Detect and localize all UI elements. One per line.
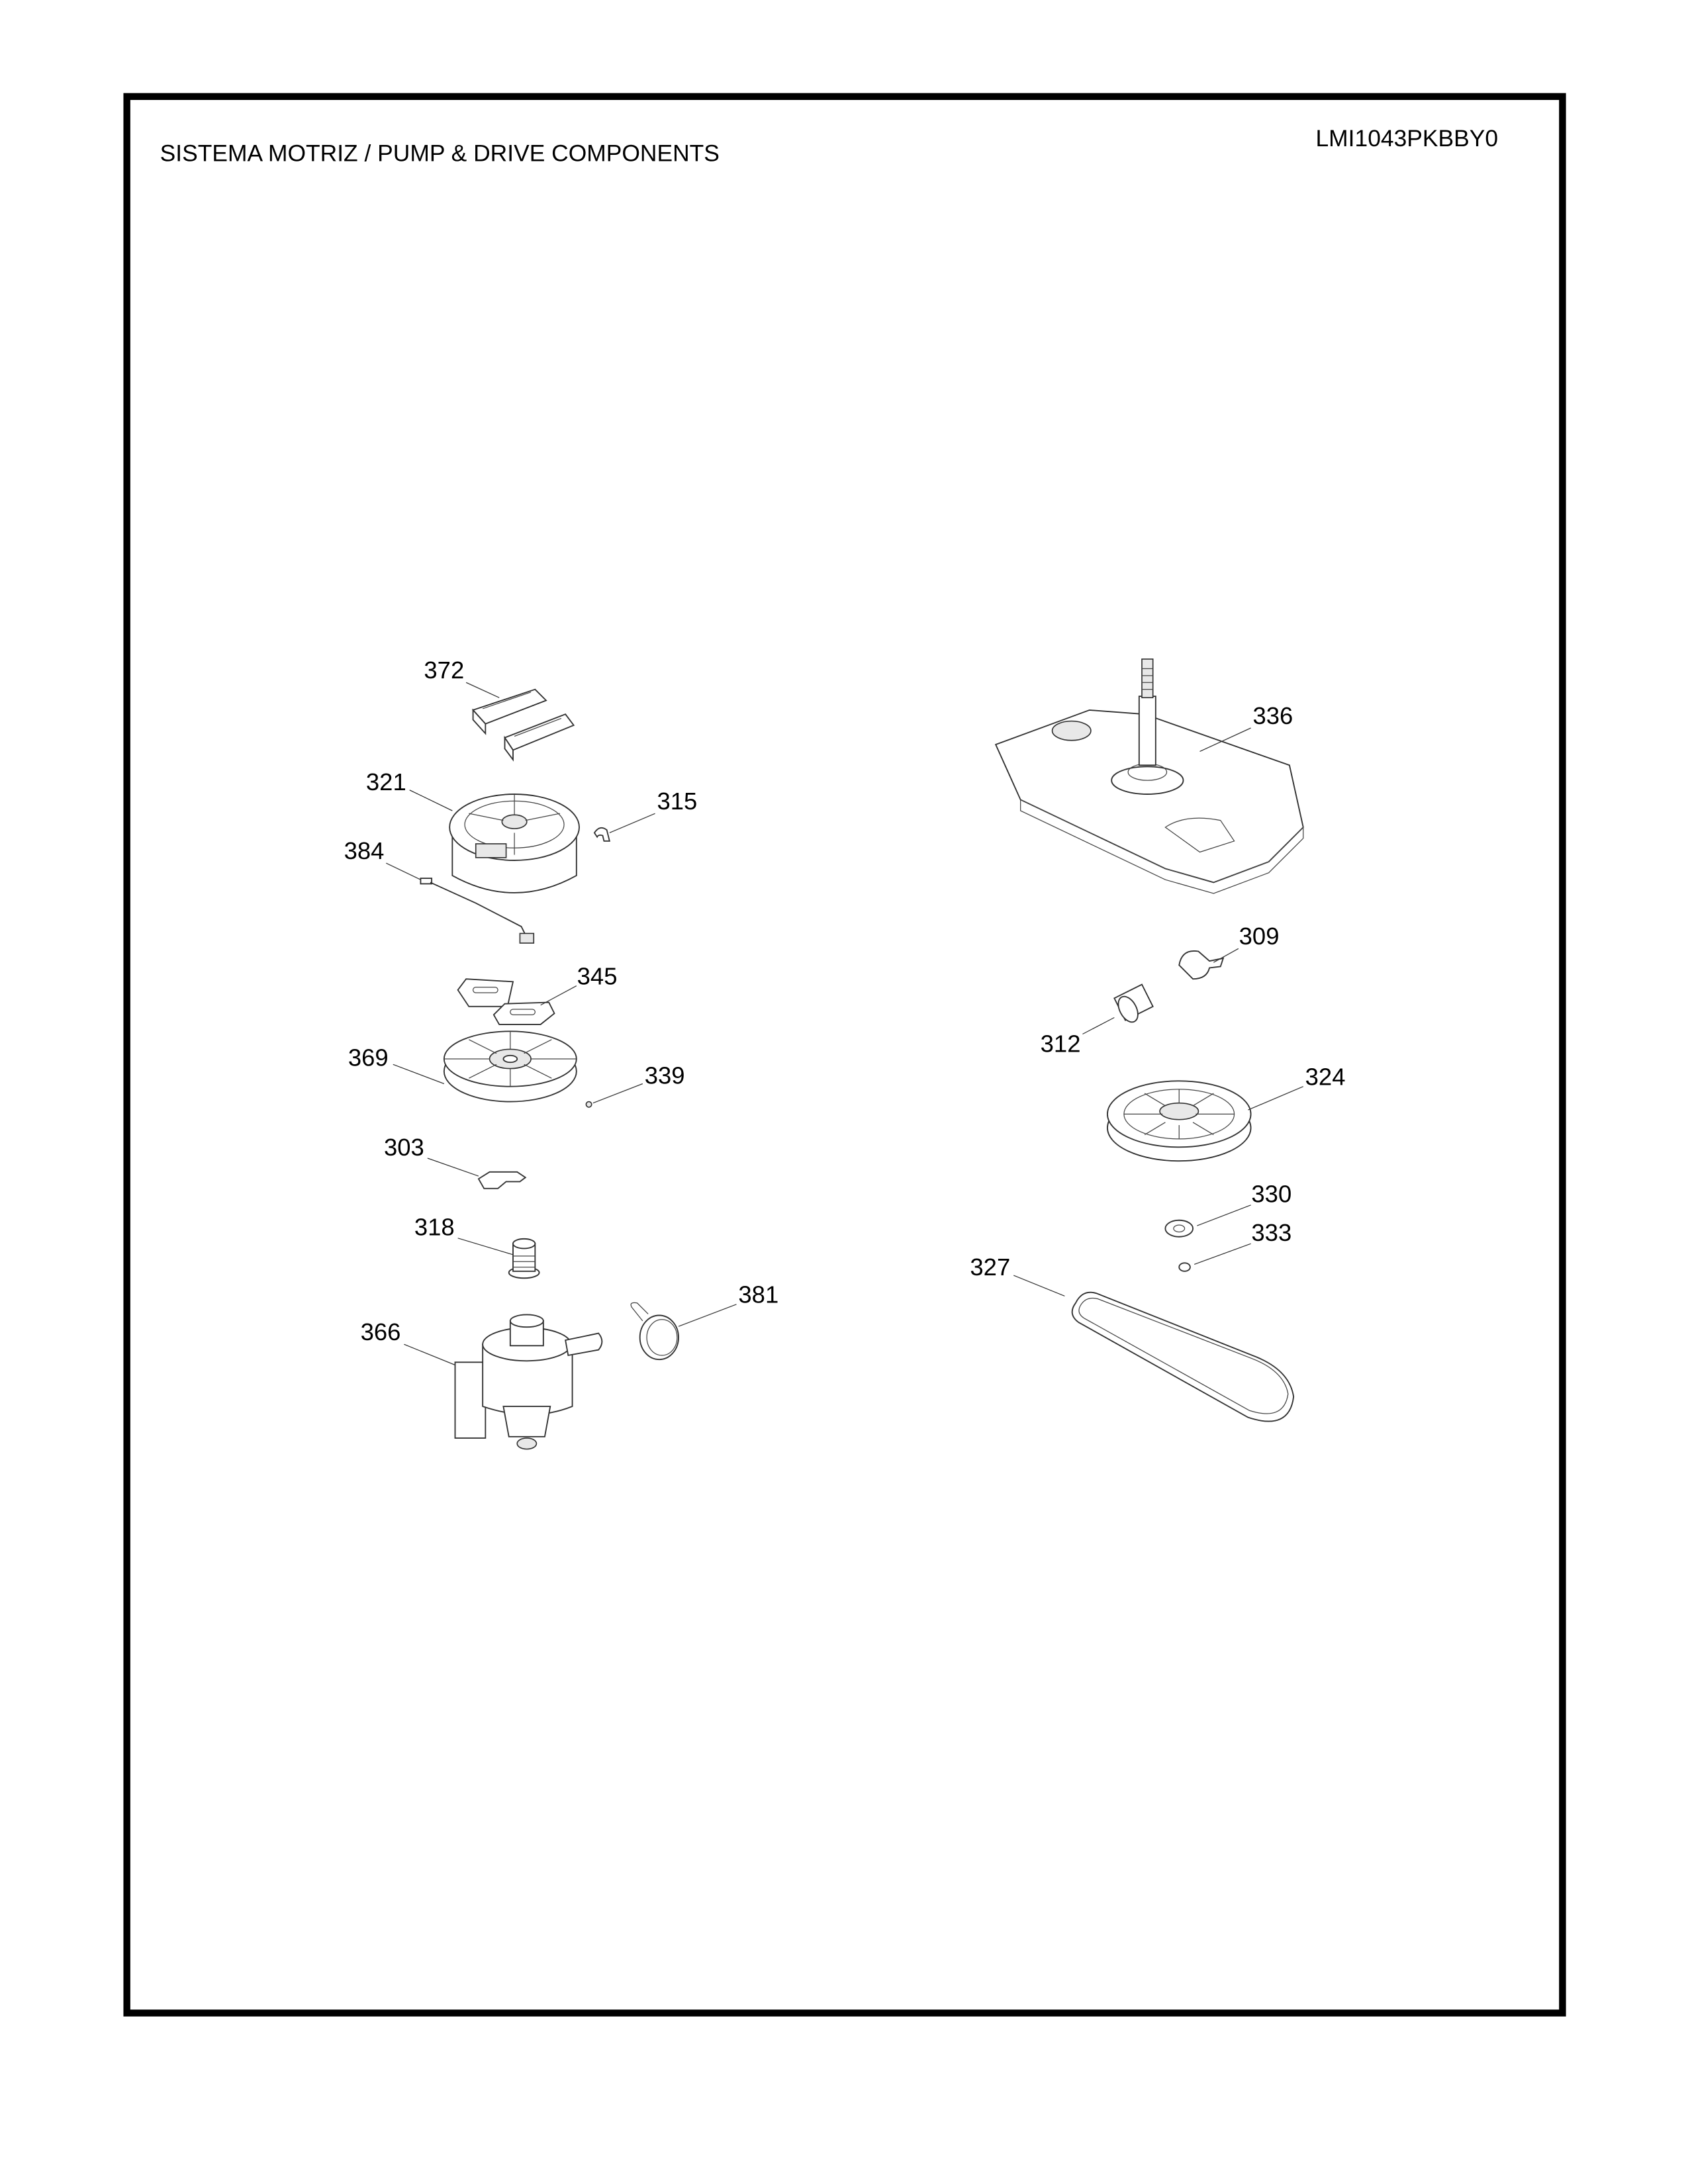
- callout-381: 381: [738, 1281, 778, 1308]
- callout-312: 312: [1041, 1030, 1081, 1058]
- callout-333: 333: [1251, 1219, 1291, 1246]
- part-336-tub-base: [994, 659, 1304, 894]
- part-381-clamp: [630, 1302, 679, 1361]
- callout-345: 345: [577, 963, 618, 990]
- part-384-wire-harness: [420, 878, 535, 944]
- model-number: LMI1043PKBBY0: [1316, 125, 1499, 152]
- callout-303: 303: [384, 1134, 424, 1161]
- callout-309: 309: [1239, 923, 1280, 950]
- part-318-fitting: [508, 1238, 540, 1279]
- part-315-clip: [593, 827, 611, 842]
- diagram-title: SISTEMA MOTRIZ / PUMP & DRIVE COMPONENTS: [160, 140, 720, 167]
- callout-372: 372: [424, 657, 464, 684]
- part-345-pad: [457, 978, 555, 1025]
- callout-336: 336: [1253, 702, 1293, 729]
- part-372-motor-bracket: [471, 688, 575, 762]
- part-327-belt: [1071, 1291, 1295, 1422]
- callout-324: 324: [1305, 1064, 1346, 1091]
- part-366-drain-pump: [454, 1314, 603, 1450]
- callout-318: 318: [414, 1214, 455, 1241]
- callout-339: 339: [645, 1062, 685, 1089]
- page-border: [123, 93, 1566, 2017]
- callout-315: 315: [657, 788, 698, 815]
- part-312-bushing: [1113, 983, 1154, 1023]
- callout-369: 369: [348, 1044, 389, 1071]
- callout-327: 327: [970, 1253, 1010, 1281]
- leader-lines: [386, 682, 1303, 1366]
- part-369-fan: [443, 1030, 577, 1103]
- callout-321: 321: [366, 768, 406, 796]
- part-330-washer: [1164, 1219, 1194, 1238]
- callout-384: 384: [344, 837, 385, 864]
- part-309-clamp: [1178, 950, 1225, 980]
- part-303-bracket: [477, 1171, 527, 1189]
- part-324-pulley: [1106, 1080, 1252, 1162]
- part-321-motor: [449, 794, 580, 893]
- callout-330: 330: [1251, 1181, 1291, 1208]
- part-333-ring: [1178, 1262, 1191, 1272]
- part-339-nut: [585, 1101, 592, 1108]
- callout-366: 366: [361, 1318, 401, 1345]
